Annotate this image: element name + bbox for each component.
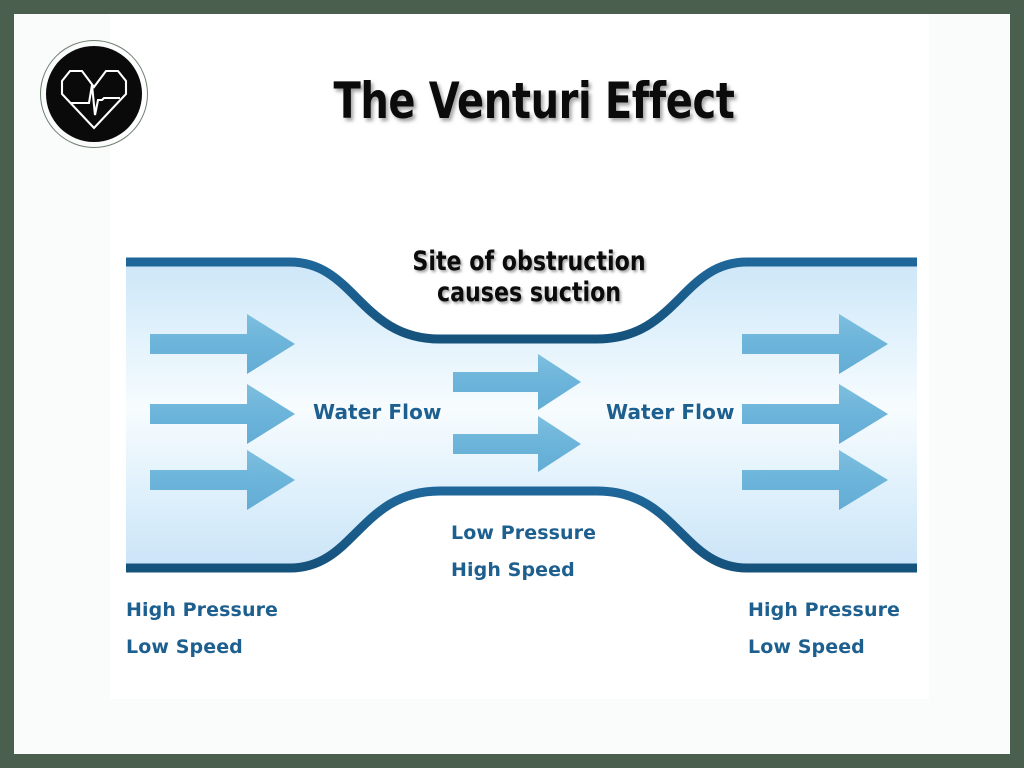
obstruction-annotation: Site of obstruction causes suction: [336, 246, 721, 308]
right-high-pressure-label: High Pressure: [748, 599, 901, 621]
obstruction-line-2: causes suction: [436, 277, 622, 308]
pipe-top-wall: [126, 257, 917, 344]
arrow-group-throat: [453, 354, 581, 472]
throat-high-speed-label: High Speed: [451, 559, 575, 581]
water-flow-label-right: Water Flow: [606, 400, 735, 424]
left-high-pressure-label: High Pressure: [126, 599, 279, 621]
venturi-pipe-graphic: [126, 257, 917, 573]
slide-surface: The Venturi Effect: [14, 14, 1010, 754]
pipe-bottom-wall: [126, 486, 917, 573]
pipe-fill: [126, 262, 917, 568]
arrow-group-left: [150, 314, 295, 510]
venturi-diagram: [110, 14, 929, 699]
throat-low-pressure-label: Low Pressure: [451, 522, 597, 544]
left-low-speed-label: Low Speed: [126, 636, 243, 658]
obstruction-line-1: Site of obstruction: [412, 246, 646, 277]
page-title: The Venturi Effect: [333, 72, 735, 130]
logo-outer-ring: [40, 40, 148, 148]
heart-ekg-logo: [40, 40, 148, 148]
heart-ekg-icon: [60, 69, 128, 130]
right-low-speed-label: Low Speed: [748, 636, 865, 658]
arrow-group-right: [742, 314, 888, 510]
water-flow-label-left: Water Flow: [313, 400, 442, 424]
